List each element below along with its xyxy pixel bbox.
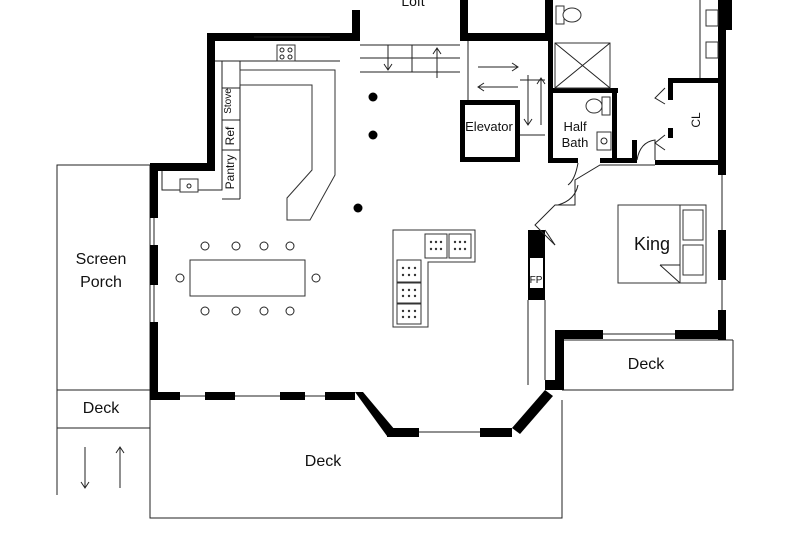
chair-icon: [175, 241, 321, 316]
loft-label: Loft: [401, 0, 424, 9]
stair-arrow-icon: [80, 45, 546, 489]
king-bed: [617, 204, 707, 284]
sink-icon: [179, 178, 199, 193]
deck-main-label: Deck: [305, 453, 342, 470]
door-swing-icon: [557, 87, 666, 206]
toilet-icon: [555, 5, 611, 116]
half-bath-label-line2: Bath: [562, 135, 589, 150]
fireplace-label: FP: [530, 275, 543, 286]
refrigerator-label: Ref: [223, 126, 237, 145]
column-icon: [353, 92, 378, 213]
elevator-label: Elevator: [465, 119, 513, 134]
interior-walls: [460, 41, 723, 385]
kitchen: [161, 44, 340, 221]
bathroom-fixtures: [554, 0, 719, 151]
deck-left-label: Deck: [83, 400, 120, 417]
kitchen-island: [239, 69, 336, 221]
deck-outlines: [56, 164, 734, 519]
screen-porch-label-line2: Porch: [80, 274, 122, 291]
deck-right-label: Deck: [628, 356, 665, 373]
pantry-label: Pantry: [223, 155, 237, 190]
windows: [153, 36, 723, 433]
exterior-walls: [150, 0, 732, 437]
cooktop-icon: [276, 44, 296, 62]
screen-porch-label-line1: Screen: [76, 251, 127, 268]
stairs: [360, 41, 545, 136]
dining-table: [175, 241, 321, 316]
king-label: King: [634, 234, 670, 254]
sectional-sofa: [392, 229, 476, 328]
room-labels: Loft Elevator Half Bath CL Stove Ref Pan…: [76, 0, 703, 470]
closet-label: CL: [689, 112, 703, 128]
half-bath-label-line1: Half: [563, 119, 587, 134]
sink-icon: [596, 131, 612, 151]
stove-label: Stove: [223, 88, 234, 114]
